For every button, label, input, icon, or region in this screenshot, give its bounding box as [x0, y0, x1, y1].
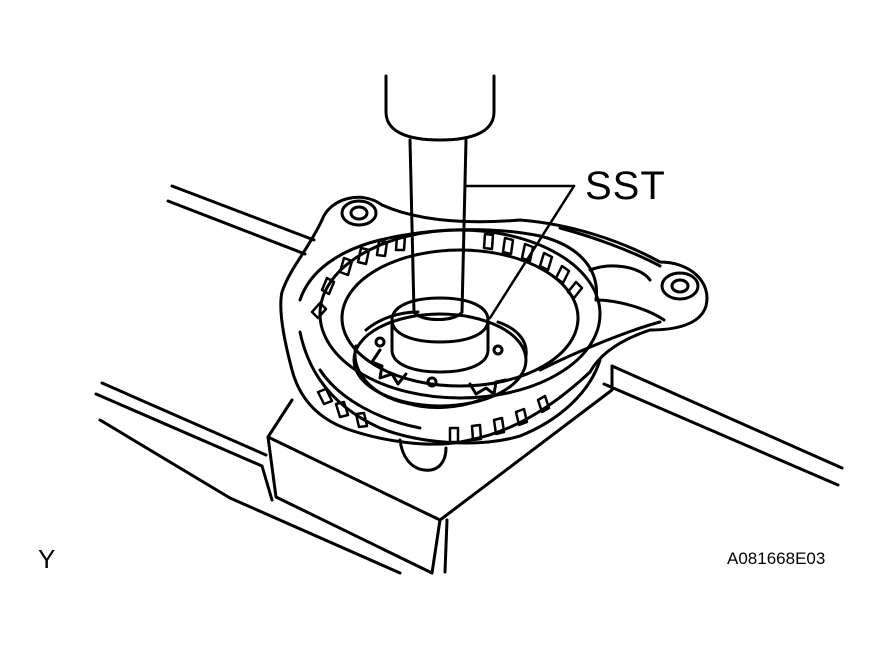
housing-ring — [300, 230, 600, 470]
callout-leaders — [466, 186, 574, 318]
support-block — [268, 366, 612, 573]
bearing — [354, 312, 526, 407]
bench-rails — [168, 186, 842, 485]
press-tool — [386, 76, 494, 372]
sst-callout-label: SST — [585, 164, 666, 208]
corner-mark: Y — [38, 544, 56, 574]
table-slab — [96, 383, 400, 573]
figure-code: A081668E03 — [727, 549, 826, 568]
